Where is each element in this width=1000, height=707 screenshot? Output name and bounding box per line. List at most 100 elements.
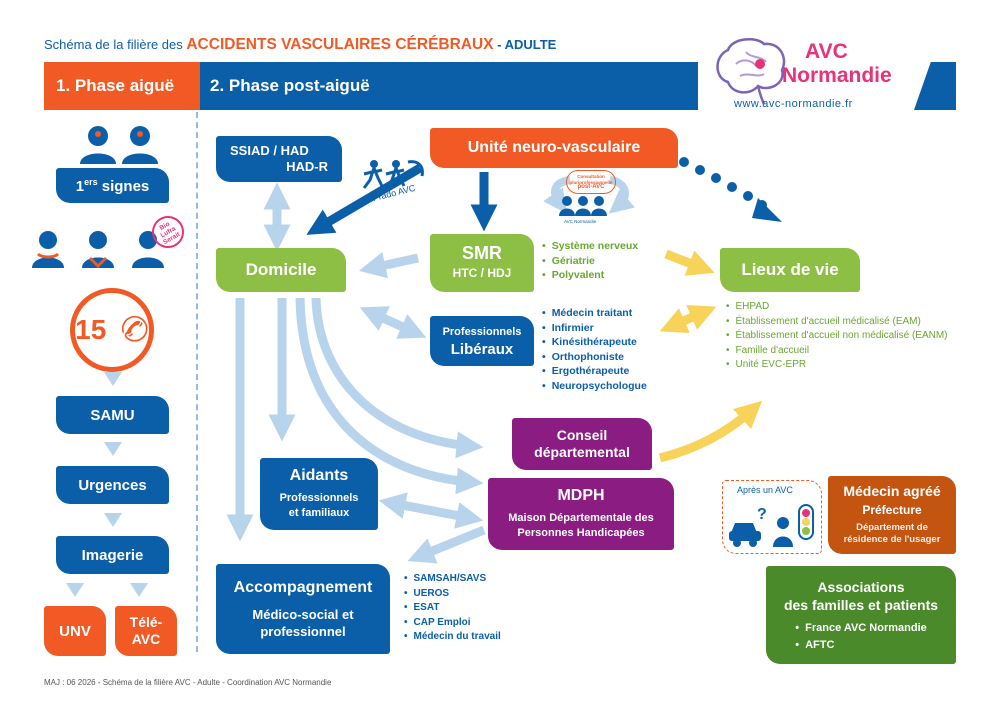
liberaux-list: Médecin traitant Infirmier Kinésithérape… xyxy=(542,306,647,394)
domicile-box: Domicile xyxy=(216,248,346,292)
list-item: Famille d'accueil xyxy=(726,344,966,359)
list-item: Établissement d'accueil médicalisé (EAM) xyxy=(726,315,966,330)
emergency-call: 15 ✆ xyxy=(70,288,154,372)
phase1-label: 1. Phase aiguë xyxy=(56,76,175,95)
assoc-list: France AVC Normandie AFTC xyxy=(795,620,927,654)
conseil-label: Conseil départemental xyxy=(534,427,630,460)
logo: AVC Normandie www.avc-normandie.fr xyxy=(712,32,912,122)
arrow-imagerie-unv xyxy=(66,583,84,597)
brain-icon xyxy=(716,37,786,105)
mdph-box: MDPH Maison Départementale des Personnes… xyxy=(488,478,674,550)
list-item: Unité EVC-EPR xyxy=(726,358,966,373)
list-item: ESAT xyxy=(404,601,501,616)
arrow-imagerie-tele xyxy=(130,583,148,597)
unv-post-label: Unité neuro-vasculaire xyxy=(467,139,641,156)
lieux-box: Lieux de vie xyxy=(720,248,860,292)
arrow-smr-domicile xyxy=(358,251,419,279)
signs-main: 1 xyxy=(75,177,85,195)
list-item: Gériatrie xyxy=(542,254,638,269)
patients-icon xyxy=(80,126,158,164)
arrow-urgences-imagerie xyxy=(104,513,122,527)
mdph-sub: Maison Départementale des Personnes Hand… xyxy=(508,511,654,539)
medecin-sub: Préfecture xyxy=(862,503,922,517)
smr-title: SMR xyxy=(462,243,502,263)
footer-note: MAJ : 06 2026 - Schéma de la filière AVC… xyxy=(44,678,332,687)
imagerie-box: Imagerie xyxy=(56,536,169,574)
arrow-domicile-conseil xyxy=(311,297,484,459)
list-item: UEROS xyxy=(404,587,501,602)
phase1-banner: 1. Phase aiguë xyxy=(44,62,200,110)
signs-rest: signes xyxy=(97,177,150,195)
ssiad-box: SSIAD / HAD HAD-R xyxy=(216,136,342,182)
smr-list: Système nerveux Gériatrie Polyvalent xyxy=(542,239,638,283)
consult-line3: post-AVC xyxy=(577,184,605,190)
aidants-box: Aidants Professionnels et familiaux xyxy=(260,458,378,530)
list-item: SAMSAH/SAVS xyxy=(404,572,501,587)
ssiad-line1: SSIAD / HAD xyxy=(230,143,309,158)
assoc-box: Associations des familles et patients Fr… xyxy=(766,566,956,664)
first-signs-box: 1ers signes xyxy=(56,168,169,203)
list-item: EHPAD xyxy=(726,300,966,315)
list-item: Kinésithérapeute xyxy=(542,335,647,350)
driving-icon: ? xyxy=(729,504,814,547)
title-suffix: - ADULTE xyxy=(493,37,557,52)
ssiad-line2: HAD-R xyxy=(286,159,328,174)
accomp-list: SAMSAH/SAVS UEROS ESAT CAP Emploi Médeci… xyxy=(404,572,501,645)
signs-sup: ers xyxy=(84,176,98,187)
smr-box: SMR HTC / HDJ xyxy=(430,234,534,292)
list-item: France AVC Normandie xyxy=(795,620,927,637)
mdph-title: MDPH xyxy=(557,486,605,504)
emergency-number: 15 xyxy=(75,314,107,345)
page-title: Schéma de la filière des ACCIDENTS VASCU… xyxy=(44,36,556,54)
phase-separator xyxy=(196,112,198,652)
accomp-title: Accompagnement xyxy=(233,578,373,596)
unv-label: UNV xyxy=(59,622,91,640)
list-item: Établissement d'accueil non médicalisé (… xyxy=(726,329,966,344)
medecin-detail: Département de résidence de l'usager xyxy=(843,522,941,545)
consult-bubble: Consultation pluriprofessionnelle post-A… xyxy=(566,170,616,194)
title-main: ACCIDENTS VASCULAIRES CÉRÉBRAUX xyxy=(186,36,494,53)
list-item: Médecin traitant xyxy=(542,306,647,321)
logo-name-line2: Normandie xyxy=(782,64,892,87)
urgences-label: Urgences xyxy=(78,476,147,494)
phone-icon: ✆ xyxy=(114,307,155,353)
list-item: Médecin du travail xyxy=(404,630,501,645)
arrow-domicile-liberaux xyxy=(359,306,427,339)
title-prefix: Schéma de la filière des xyxy=(44,37,187,52)
arrow-samu-urgences xyxy=(104,442,122,456)
smr-sub: HTC / HDJ xyxy=(452,266,512,280)
list-item: Neuropsychologue xyxy=(542,379,647,394)
apres-avc-box: Après un AVC ? xyxy=(722,480,822,554)
arrow-15-samu xyxy=(104,372,122,386)
logo-url[interactable]: www.avc-normandie.fr xyxy=(734,98,853,110)
list-item: CAP Emploi xyxy=(404,616,501,631)
team-icon xyxy=(559,196,607,216)
witnesses-icon xyxy=(32,231,164,269)
svg-text:?: ? xyxy=(757,506,767,523)
list-item: Polyvalent xyxy=(542,268,638,283)
tele-avc-label: Télé- AVC xyxy=(129,614,163,647)
consult-line1: Consultation xyxy=(577,174,605,179)
arrow-unv-domicile xyxy=(306,164,423,235)
arrow-conseil-lieux xyxy=(658,400,762,463)
samu-box: SAMU xyxy=(56,396,169,434)
arrow-aidants-mdph xyxy=(378,492,484,529)
list-item: Infirmier xyxy=(542,321,647,336)
arrow-mdph-accomp xyxy=(407,525,486,564)
tele-avc-box: Télé- AVC xyxy=(115,606,177,656)
lieux-label: Lieux de vie xyxy=(741,260,839,279)
phase2-banner: 2. Phase post-aiguë xyxy=(200,62,698,110)
aidants-sub: Professionnels et familiaux xyxy=(279,491,359,519)
consult-icon: Consultation pluriprofessionnelle post-A… xyxy=(554,170,620,228)
assoc-title: Associations des familles et patients xyxy=(783,579,939,613)
medecin-title: Médecin agréé xyxy=(843,483,941,499)
accomp-sub: Médico-social et professionnel xyxy=(252,606,354,639)
phase2-label: 2. Phase post-aiguë xyxy=(210,76,370,95)
logo-name-line1: AVC xyxy=(805,40,848,63)
consult-line2: pluriprofessionnelle xyxy=(569,179,613,185)
urgences-box: Urgences xyxy=(56,466,169,504)
domicile-label: Domicile xyxy=(245,260,317,279)
arrow-liberaux-lieux xyxy=(659,305,717,333)
unv-box: UNV xyxy=(44,606,106,656)
